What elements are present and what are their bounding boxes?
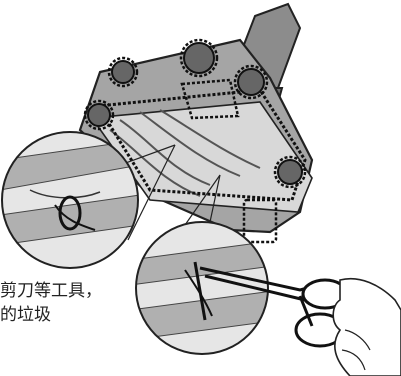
hand-outline xyxy=(332,277,401,376)
magnified-view-right xyxy=(135,221,269,355)
caption-line-2: 的垃圾 xyxy=(0,305,51,325)
scissors-icon xyxy=(199,266,349,348)
callout-lines xyxy=(119,144,221,241)
magnified-view-left xyxy=(1,131,139,269)
brush-wheels xyxy=(83,38,307,244)
caption-line-1: 剪刀等工具， xyxy=(0,281,102,301)
